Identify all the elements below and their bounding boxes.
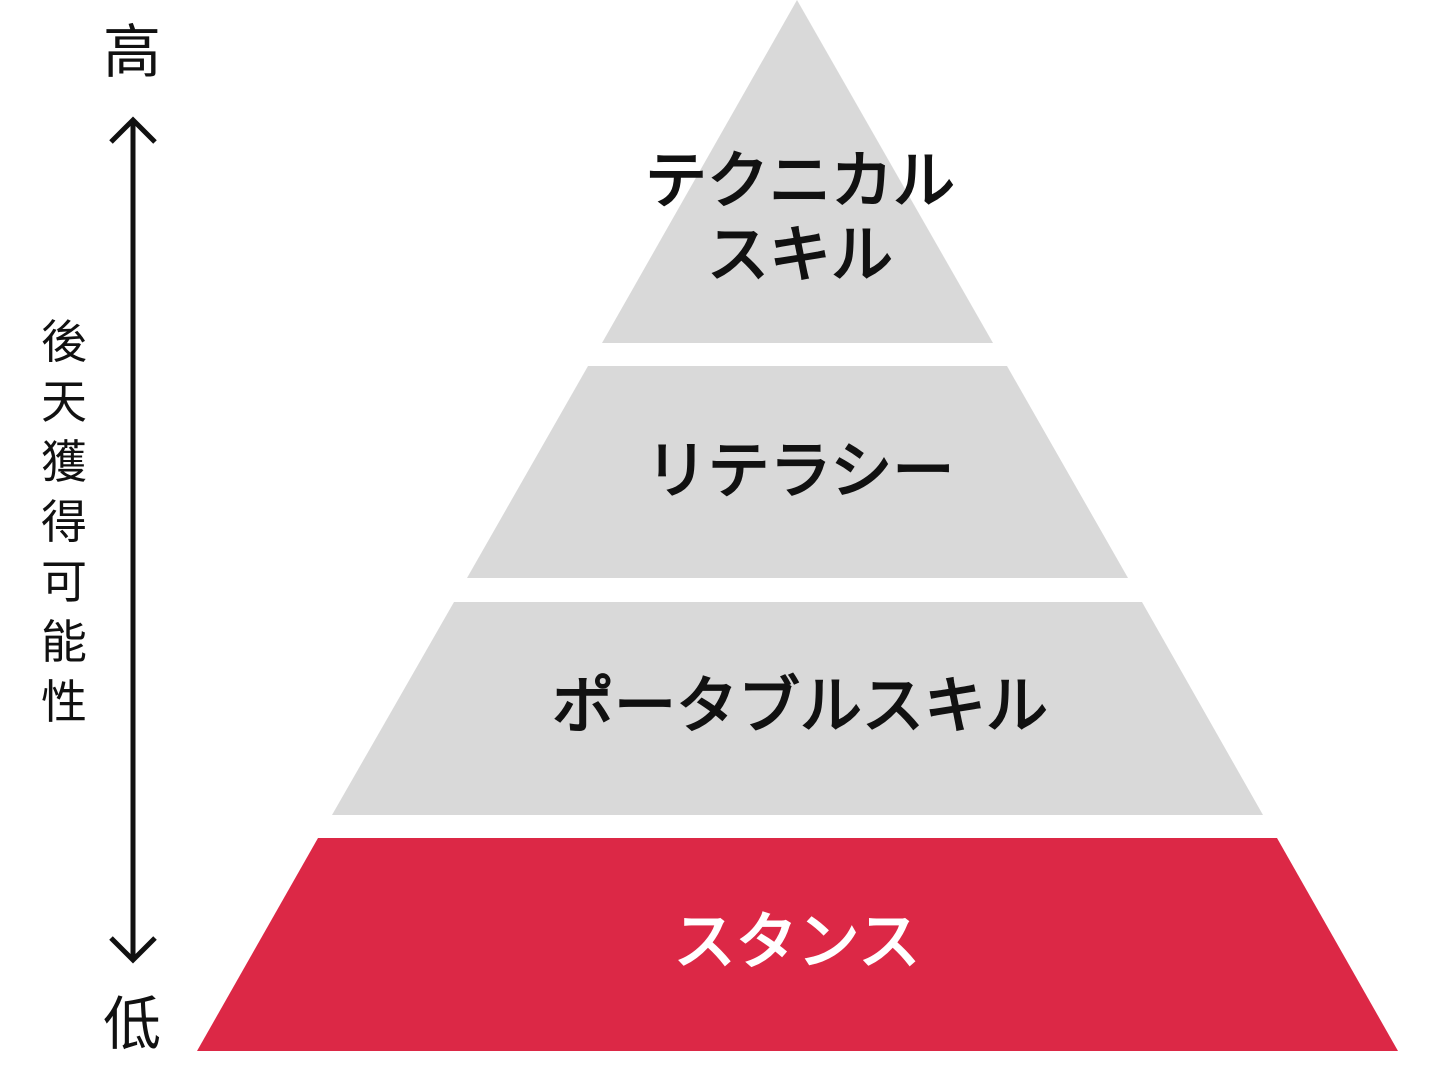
vertical-label-char: 可	[41, 555, 87, 609]
tier-3-label: ポータブルスキル	[552, 669, 1048, 742]
tier-shape	[602, 0, 993, 343]
arrow-up-icon	[109, 116, 157, 144]
vertical-label-char: 性	[41, 675, 87, 729]
tier-shape	[197, 838, 1398, 1051]
vertical-label-char: 得	[41, 495, 87, 549]
tier-4: スタンス	[197, 838, 1398, 1051]
tier-1-label-line-2: スキル	[707, 218, 893, 291]
high-label: 高	[103, 18, 161, 86]
tier-shape	[332, 602, 1263, 815]
tier-2: リテラシー	[467, 366, 1128, 578]
tier-1: テクニカル スキル	[602, 0, 993, 343]
tier-3: ポータブルスキル	[332, 602, 1263, 815]
arrow-down-icon	[109, 936, 157, 964]
vertical-axis-label: 後 天 獲 得 可 能 性	[41, 315, 87, 729]
tier-4-label: スタンス	[674, 905, 921, 978]
low-label: 低	[103, 990, 161, 1058]
vertical-axis: 高 低 後 天 獲 得 可 能 性	[41, 18, 161, 1058]
vertical-label-char: 後	[41, 315, 87, 369]
vertical-label-char: 能	[41, 615, 87, 669]
vertical-label-char: 天	[41, 375, 87, 429]
tier-2-label: リテラシー	[646, 434, 955, 507]
tier-shape	[467, 366, 1128, 578]
tier-1-label-line-1: テクニカル	[645, 144, 955, 217]
vertical-label-char: 獲	[41, 435, 87, 489]
